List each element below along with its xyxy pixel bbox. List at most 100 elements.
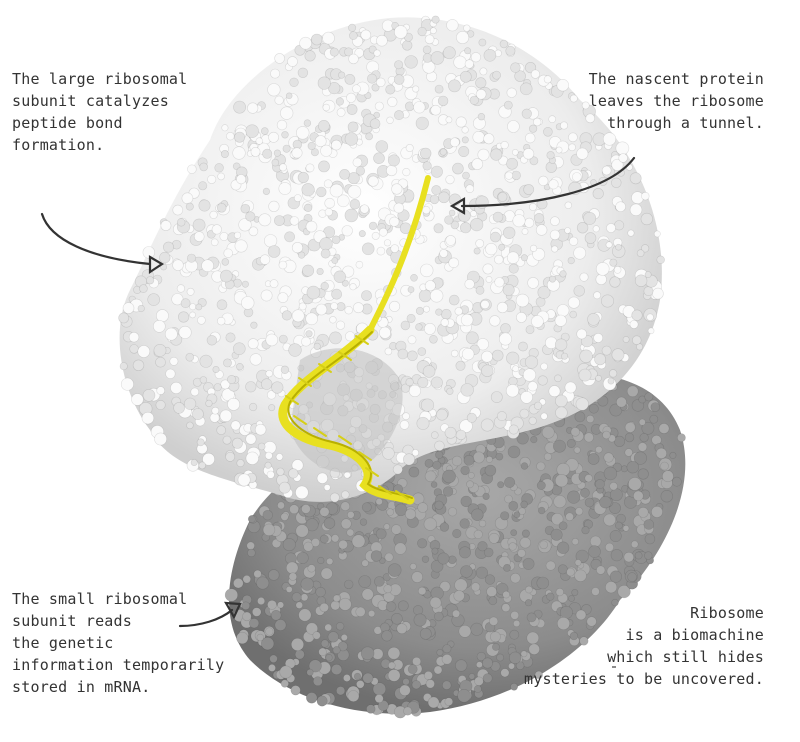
atom-sphere <box>268 404 276 412</box>
atom-sphere <box>561 352 569 360</box>
atom-sphere <box>627 572 637 582</box>
atom-sphere <box>362 672 374 684</box>
atom-sphere <box>458 546 471 559</box>
atom-sphere <box>593 291 601 300</box>
atom-sphere <box>430 431 439 439</box>
atom-sphere <box>408 466 420 478</box>
atom-sphere <box>473 529 483 540</box>
atom-sphere <box>470 218 484 232</box>
atom-sphere <box>415 306 424 315</box>
atom-sphere <box>336 194 350 208</box>
atom-sphere <box>575 609 587 621</box>
atom-sphere <box>352 84 361 94</box>
atom-sphere <box>361 290 372 301</box>
atom-sphere <box>434 440 445 451</box>
atom-sphere <box>579 272 589 282</box>
atom-sphere <box>571 172 582 182</box>
atom-sphere <box>433 223 444 234</box>
atom-sphere <box>628 477 642 491</box>
atom-sphere <box>317 120 330 132</box>
atom-sphere <box>440 308 452 320</box>
atom-sphere <box>361 242 375 256</box>
atom-sphere <box>556 616 570 630</box>
atom-sphere <box>677 433 686 443</box>
atom-sphere <box>375 498 383 506</box>
atom-sphere <box>583 432 594 443</box>
atom-sphere <box>637 468 649 480</box>
atom-sphere <box>626 385 639 398</box>
atom-sphere <box>261 636 275 651</box>
atom-sphere <box>524 355 539 369</box>
atom-sphere <box>263 441 277 455</box>
atom-sphere <box>278 163 287 172</box>
atom-sphere <box>407 335 417 345</box>
atom-sphere <box>447 555 457 565</box>
atom-sphere <box>288 572 298 581</box>
atom-sphere <box>413 613 427 627</box>
atom-sphere <box>501 603 511 613</box>
atom-sphere <box>361 588 374 601</box>
atom-sphere <box>632 490 644 502</box>
atom-sphere <box>521 228 529 235</box>
atom-sphere <box>515 293 530 308</box>
atom-sphere <box>434 84 444 94</box>
atom-sphere <box>227 374 237 384</box>
atom-sphere <box>220 379 231 390</box>
atom-sphere <box>430 559 444 573</box>
atom-sphere <box>459 419 473 433</box>
atom-sphere <box>473 247 481 255</box>
atom-sphere <box>238 218 252 232</box>
atom-sphere <box>299 36 312 50</box>
atom-sphere <box>169 356 179 366</box>
atom-sphere <box>326 557 334 566</box>
atom-sphere <box>236 174 247 185</box>
atom-sphere <box>255 137 263 145</box>
atom-sphere <box>303 119 312 127</box>
atom-sphere <box>477 541 488 552</box>
atom-sphere <box>655 447 668 460</box>
atom-sphere <box>394 25 408 39</box>
atom-sphere <box>201 259 214 273</box>
atom-sphere <box>320 281 329 291</box>
atom-sphere <box>423 517 437 531</box>
atom-sphere <box>277 601 285 609</box>
atom-sphere <box>504 476 516 488</box>
atom-sphere <box>464 47 472 55</box>
atom-sphere <box>494 277 505 288</box>
atom-sphere <box>624 421 636 433</box>
atom-sphere <box>264 234 278 248</box>
atom-sphere <box>406 313 416 323</box>
atom-sphere <box>404 55 418 69</box>
atom-sphere <box>129 344 139 354</box>
atom-sphere <box>329 183 344 198</box>
atom-sphere <box>512 619 521 628</box>
atom-sphere <box>523 184 535 195</box>
atom-sphere <box>442 644 452 654</box>
atom-sphere <box>525 585 533 594</box>
atom-sphere <box>262 148 273 159</box>
arrow-large-subunit <box>40 212 165 275</box>
atom-sphere <box>431 185 442 196</box>
atom-sphere <box>342 674 351 682</box>
atom-sphere <box>417 538 428 549</box>
atom-sphere <box>506 251 520 264</box>
atom-sphere <box>510 610 520 620</box>
atom-sphere <box>261 378 273 390</box>
atom-sphere <box>199 376 208 384</box>
atom-sphere <box>610 488 623 502</box>
atom-sphere <box>615 243 622 251</box>
atom-sphere <box>340 633 348 641</box>
atom-sphere <box>551 512 564 526</box>
atom-sphere <box>419 627 432 640</box>
atom-sphere <box>548 275 556 283</box>
atom-sphere <box>355 166 366 176</box>
atom-sphere <box>460 313 474 327</box>
atom-sphere <box>325 653 333 662</box>
atom-sphere <box>638 418 646 426</box>
atom-sphere <box>442 469 456 484</box>
atom-sphere <box>454 578 468 592</box>
atom-sphere <box>132 359 145 371</box>
atom-sphere <box>520 462 529 470</box>
atom-sphere <box>346 528 355 537</box>
atom-sphere <box>371 83 380 92</box>
